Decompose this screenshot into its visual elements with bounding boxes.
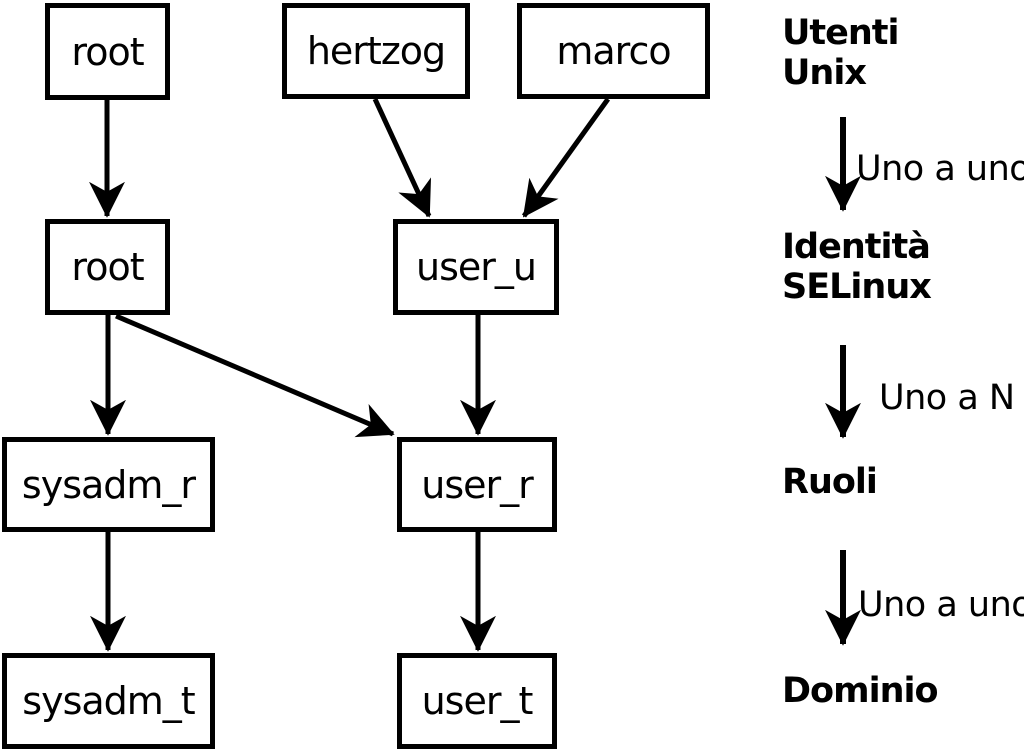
node-root-unix: root: [45, 3, 170, 100]
node-label: user_t: [421, 679, 534, 723]
legend-level-ruoli: Ruoli: [782, 462, 878, 502]
node-user-t: user_t: [397, 653, 557, 749]
legend-relation-uno-a-uno-1: Uno a uno: [856, 149, 1024, 189]
edge-marco-to-user-u: [521, 97, 611, 218]
node-root-selinux: root: [45, 219, 170, 315]
legend-relation-uno-a-uno-2: Uno a uno: [858, 585, 1024, 625]
legend-level-dominio: Dominio: [782, 671, 939, 711]
edge-root-selinux-to-user-r: [115, 313, 395, 438]
node-user-r: user_r: [397, 437, 557, 532]
node-label: root: [71, 29, 144, 74]
legend-level-utenti-unix: Utenti Unix: [782, 13, 900, 93]
node-marco: marco: [517, 3, 710, 99]
node-label: user_u: [416, 245, 537, 289]
node-label: sysadm_r: [21, 462, 196, 507]
node-label: root: [71, 245, 144, 289]
node-label: hertzog: [306, 29, 446, 73]
node-user-u: user_u: [393, 219, 559, 315]
node-label: user_r: [421, 462, 534, 507]
node-hertzog: hertzog: [282, 3, 470, 99]
node-sysadm-r: sysadm_r: [2, 437, 215, 532]
legend-level-identita-selinux: Identità SELinux: [782, 227, 932, 307]
legend-relation-uno-a-n: Uno a N: [879, 378, 1015, 418]
edge-hertzog-to-user-u: [372, 97, 432, 218]
node-label: sysadm_t: [22, 679, 195, 723]
node-sysadm-t: sysadm_t: [2, 653, 215, 749]
node-label: marco: [556, 29, 671, 73]
